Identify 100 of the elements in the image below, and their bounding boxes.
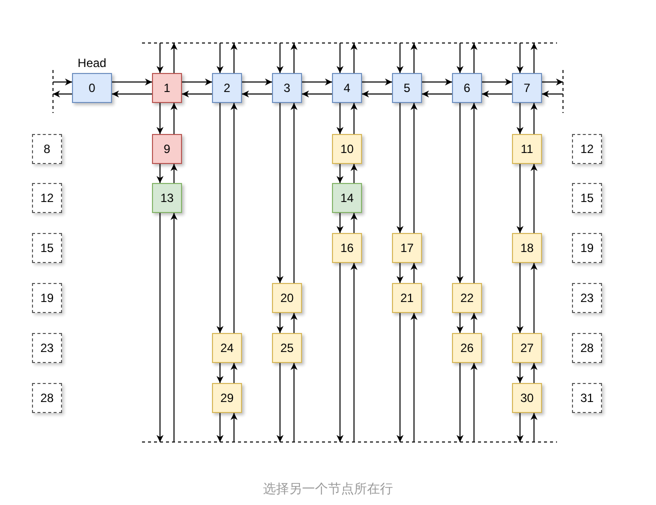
list-node-box: 22 [452, 283, 482, 313]
arrow [170, 164, 178, 183]
arrow [242, 78, 272, 86]
list-node-box: 9 [152, 134, 182, 164]
list-node-box: 14 [332, 183, 362, 213]
arrow [276, 103, 284, 283]
arrow [276, 363, 284, 442]
arrow [410, 103, 418, 233]
arrow [276, 43, 284, 73]
row-number-box: 28 [572, 333, 602, 363]
arrow [53, 78, 72, 86]
arrow [516, 164, 524, 233]
row-number-box: 19 [32, 283, 62, 313]
arrow [542, 78, 563, 86]
list-node-box: 11 [512, 134, 542, 164]
caption: 选择另一个节点所在行 [263, 480, 393, 498]
list-node-box: 3 [272, 73, 302, 103]
arrow [396, 43, 404, 73]
row-number-box: 12 [32, 183, 62, 213]
row-number-box: 15 [32, 233, 62, 263]
arrow [182, 90, 212, 98]
arrow [410, 43, 418, 73]
arrow [276, 313, 284, 333]
list-node-box: 24 [212, 333, 242, 363]
arrow [530, 413, 538, 442]
arrow [230, 103, 238, 333]
list-node-box: 2 [212, 73, 242, 103]
arrow [230, 363, 238, 383]
arrow [482, 78, 512, 86]
arrow [470, 103, 478, 283]
row-number-box: 31 [572, 383, 602, 413]
arrow [336, 43, 344, 73]
arrow [230, 413, 238, 442]
arrow [350, 164, 358, 183]
arrow [530, 103, 538, 134]
arrow [470, 363, 478, 442]
arrow [216, 363, 224, 383]
arrow [336, 103, 344, 134]
arrow [530, 43, 538, 73]
arrow [290, 103, 298, 283]
arrow [396, 263, 404, 283]
list-node-box: 17 [392, 233, 422, 263]
row-number-box: 8 [32, 134, 62, 164]
list-node-box: 4 [332, 73, 362, 103]
list-node-box: 18 [512, 233, 542, 263]
arrow [516, 103, 524, 134]
arrow [482, 90, 512, 98]
list-node-box: 10 [332, 134, 362, 164]
arrow [112, 78, 152, 86]
arrow [530, 263, 538, 333]
list-node-box: 30 [512, 383, 542, 413]
list-node-box: 5 [392, 73, 422, 103]
arrow [516, 263, 524, 333]
arrow [422, 78, 452, 86]
arrow [362, 90, 392, 98]
arrow [350, 103, 358, 134]
arrow [336, 213, 344, 233]
arrow [456, 363, 464, 442]
arrow [336, 164, 344, 183]
arrow [156, 164, 164, 183]
arrow [112, 90, 152, 98]
arrow [216, 413, 224, 442]
row-number-box: 15 [572, 183, 602, 213]
arrow [290, 43, 298, 73]
list-node-box: 26 [452, 333, 482, 363]
arrow [530, 164, 538, 233]
row-number-box: 28 [32, 383, 62, 413]
arrow [182, 78, 212, 86]
list-node-box: 0 [72, 73, 112, 103]
list-node-box: 25 [272, 333, 302, 363]
row-number-box: 23 [572, 283, 602, 313]
arrow [470, 43, 478, 73]
arrow [230, 43, 238, 73]
arrow [350, 263, 358, 442]
arrow [516, 43, 524, 73]
arrow [170, 103, 178, 134]
list-node-box: 21 [392, 283, 422, 313]
arrow [53, 90, 72, 98]
arrow [216, 43, 224, 73]
arrow [216, 103, 224, 333]
arrow [542, 90, 563, 98]
arrow [302, 90, 332, 98]
arrow [170, 213, 178, 442]
node-caption: Head [78, 56, 106, 70]
list-node-box: 27 [512, 333, 542, 363]
arrow [170, 43, 178, 73]
arrow [470, 313, 478, 333]
list-node-box: 6 [452, 73, 482, 103]
arrow [422, 90, 452, 98]
list-node-box: 16 [332, 233, 362, 263]
arrow [336, 263, 344, 442]
arrow [396, 313, 404, 442]
list-node-box: 20 [272, 283, 302, 313]
row-number-box: 12 [572, 134, 602, 164]
arrow [242, 90, 272, 98]
arrow [156, 103, 164, 134]
list-node-box: 7 [512, 73, 542, 103]
arrow [516, 363, 524, 383]
arrow [410, 263, 418, 283]
arrow [410, 313, 418, 442]
